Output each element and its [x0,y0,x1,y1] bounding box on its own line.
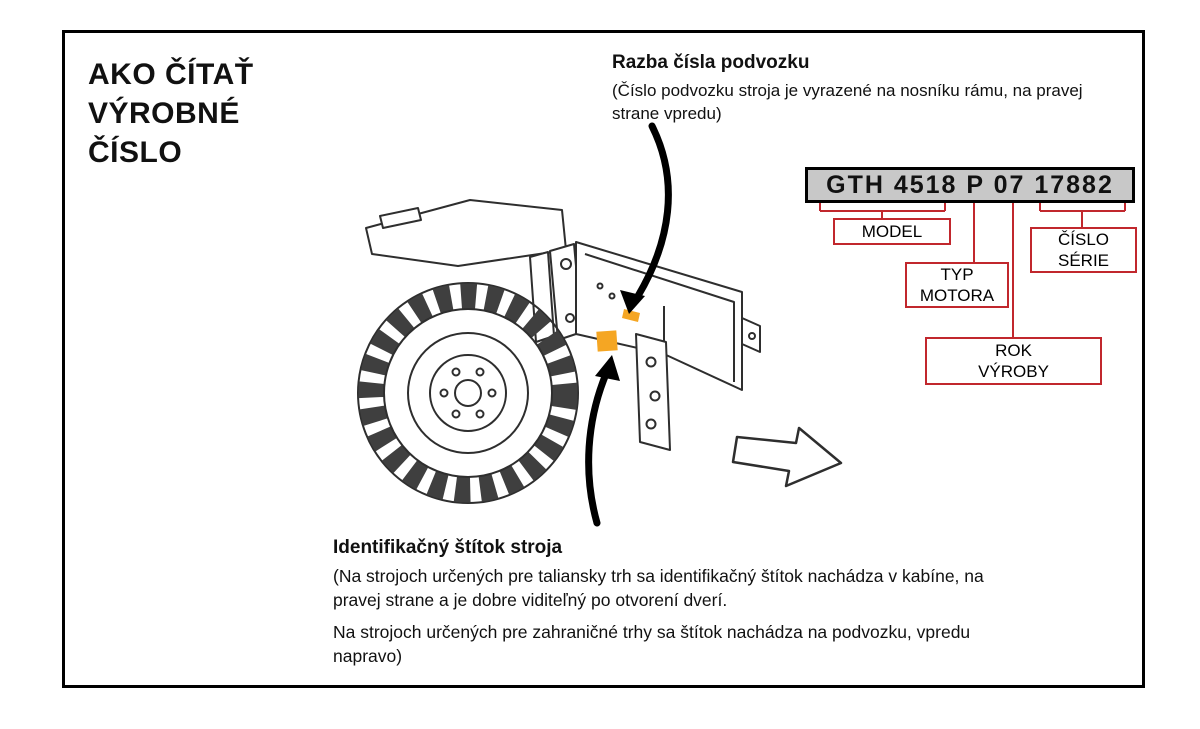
chassis-stamp-heading: Razba čísla podvozku [612,52,810,73]
page-title-line: AKO ČÍTAŤ [88,58,254,91]
engine-type-label-line: TYP [940,264,974,284]
engine-type-label-line: MOTORA [919,286,995,305]
engine-type-label-box: TYP MOTORA [905,262,1009,308]
serial-number-plate: GTH 4518 P 07 17882 [805,167,1135,203]
identification-plate-note-paragraph: (Na strojoch určených pre taliansky trh … [333,566,984,610]
production-year-label-box: ROK VÝROBY [925,337,1102,385]
model-label: MODEL [861,221,923,241]
production-year-label-line: VÝROBY [978,362,1049,381]
identification-plate-note-paragraph: Na strojoch určených pre zahraničné trhy… [333,622,971,666]
model-label-box: MODEL [833,218,951,245]
page-title-line: VÝROBNÉ [88,97,240,130]
serial-number-text: GTH 4518 P 07 17882 [826,170,1114,199]
identification-plate-heading: Identifikačný štítok stroja [333,537,563,558]
series-number-label-line: SÉRIE [1057,251,1110,270]
series-number-label-line: ČÍSLO [1057,229,1110,249]
page-title: AKO ČÍTAŤ VÝROBNÉ ČÍSLO [88,55,348,172]
chassis-stamp-note: (Číslo podvozku stroja je vyrazené na no… [612,81,1083,123]
production-year-label-line: ROK [995,340,1032,360]
identification-plate-note: (Na strojoch určených pre taliansky trh … [333,565,1033,678]
series-number-label-box: ČÍSLO SÉRIE [1030,227,1137,273]
page-title-line: ČÍSLO [88,136,183,169]
